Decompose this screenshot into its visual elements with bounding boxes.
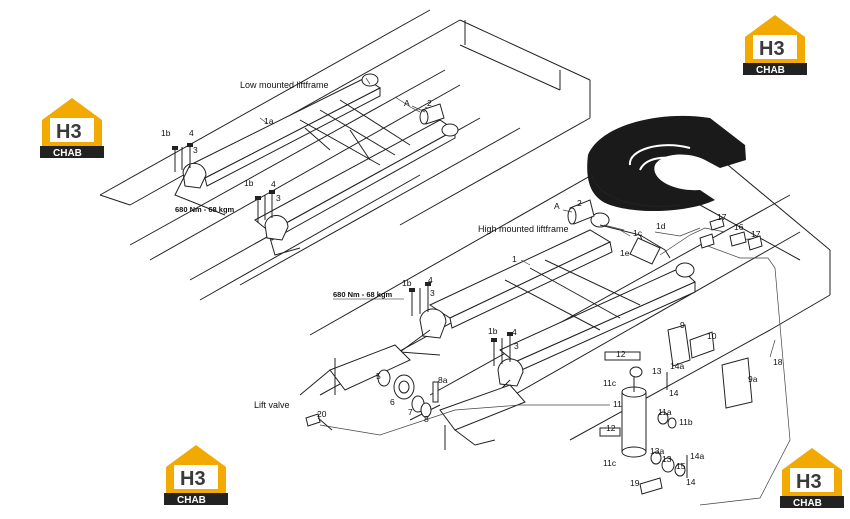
caption-torque-top: 680 Nm - 68 kgm — [175, 205, 235, 214]
svg-text:CHAB: CHAB — [756, 65, 785, 76]
bearing-assembly — [377, 369, 439, 418]
part-label: 11c — [603, 458, 617, 468]
svg-text:H3: H3 — [759, 38, 785, 60]
part-label: 14a — [690, 451, 704, 461]
part-label: 9 — [680, 320, 685, 330]
low-liftframe — [174, 73, 459, 256]
part-label: 17 — [717, 212, 727, 222]
part-label: A — [404, 98, 410, 108]
part-label: 2 — [427, 98, 432, 108]
part-label: 14 — [686, 477, 696, 487]
part-label: 8a — [438, 375, 448, 385]
part-label: 18 — [773, 357, 783, 367]
part-label: 3 — [276, 193, 281, 203]
part-label: 6 — [390, 397, 395, 407]
high-liftframe — [398, 212, 696, 403]
part-label: 20 — [317, 409, 327, 419]
part-label: 9a — [748, 374, 758, 384]
part-label: 1e — [620, 248, 630, 258]
part-label: A — [554, 201, 560, 211]
lift-cylinder — [599, 351, 688, 495]
part-label: 1b — [161, 128, 171, 138]
caption-high-liftframe: High mounted liftframe — [478, 224, 569, 234]
part-label: 16 — [734, 222, 744, 232]
part-label: 14 — [669, 388, 679, 398]
diagram-captions: Low mounted liftframe High mounted liftf… — [175, 80, 569, 410]
part-label: 19 — [630, 478, 640, 488]
svg-text:CHAB: CHAB — [177, 495, 206, 506]
bolt-group-mid — [409, 282, 513, 366]
caption-low-liftframe: Low mounted liftframe — [240, 80, 329, 90]
air-lines — [305, 217, 791, 506]
part-label: 12 — [616, 349, 626, 359]
chassis-frame — [99, 9, 831, 441]
part-label: 1b — [402, 278, 412, 288]
part-label: 7 — [408, 407, 413, 417]
part-label: 8 — [424, 414, 429, 424]
part-label: 11a — [658, 407, 672, 417]
part-label: 11 — [613, 399, 622, 409]
svg-text:CHAB: CHAB — [793, 498, 822, 509]
part-label: 1b — [488, 326, 498, 336]
part-label: 4 — [428, 275, 433, 285]
bushing-top — [419, 103, 445, 125]
part-label: 5 — [376, 371, 381, 381]
part-label: 3 — [430, 288, 435, 298]
fifth-wheel — [587, 115, 746, 212]
part-labels: 1a 1b 4 3 1b 4 3 A 2 A 2 1 1c 1d 1e 17 1… — [161, 98, 783, 488]
part-label: 13a — [650, 446, 664, 456]
part-label: 15 — [676, 461, 686, 471]
part-label: 11c — [603, 378, 617, 388]
bolt-group-top — [172, 143, 275, 222]
svg-text:CHAB: CHAB — [53, 148, 82, 159]
part-label: 10 — [707, 331, 717, 341]
part-label: 12 — [606, 423, 616, 433]
watermark-logo: H3 CHAB — [164, 445, 228, 506]
part-label: 17 — [751, 229, 761, 239]
part-label: 1d — [656, 221, 666, 231]
svg-text:H3: H3 — [796, 471, 822, 493]
brackets — [667, 324, 753, 409]
part-label: 13 — [662, 454, 672, 464]
lower-arms — [299, 344, 526, 450]
caption-lift-valve: Lift valve — [254, 400, 290, 410]
part-label: 1 — [512, 254, 517, 264]
part-label: 2 — [577, 198, 582, 208]
part-label: 1a — [264, 116, 274, 126]
part-label: 13 — [652, 366, 662, 376]
svg-text:H3: H3 — [56, 121, 82, 143]
part-label: 1b — [244, 178, 254, 188]
svg-text:H3: H3 — [180, 468, 206, 490]
part-label: 4 — [512, 327, 517, 337]
caption-torque-mid: 680 Nm - 68 kgm — [333, 290, 393, 299]
part-label: 1c — [633, 228, 643, 238]
part-label: 14a — [670, 361, 684, 371]
part-label: 3 — [514, 341, 519, 351]
part-label: 4 — [271, 179, 276, 189]
leader-lines — [259, 77, 776, 358]
bushing-mid — [567, 199, 595, 225]
watermark-logo: H3 CHAB — [40, 98, 104, 159]
part-label: 4 — [189, 128, 194, 138]
part-label: 11b — [679, 417, 693, 427]
watermark-logo: H3 CHAB — [780, 448, 844, 509]
part-label: 3 — [193, 145, 198, 155]
watermark-logo: H3 CHAB — [743, 15, 807, 76]
